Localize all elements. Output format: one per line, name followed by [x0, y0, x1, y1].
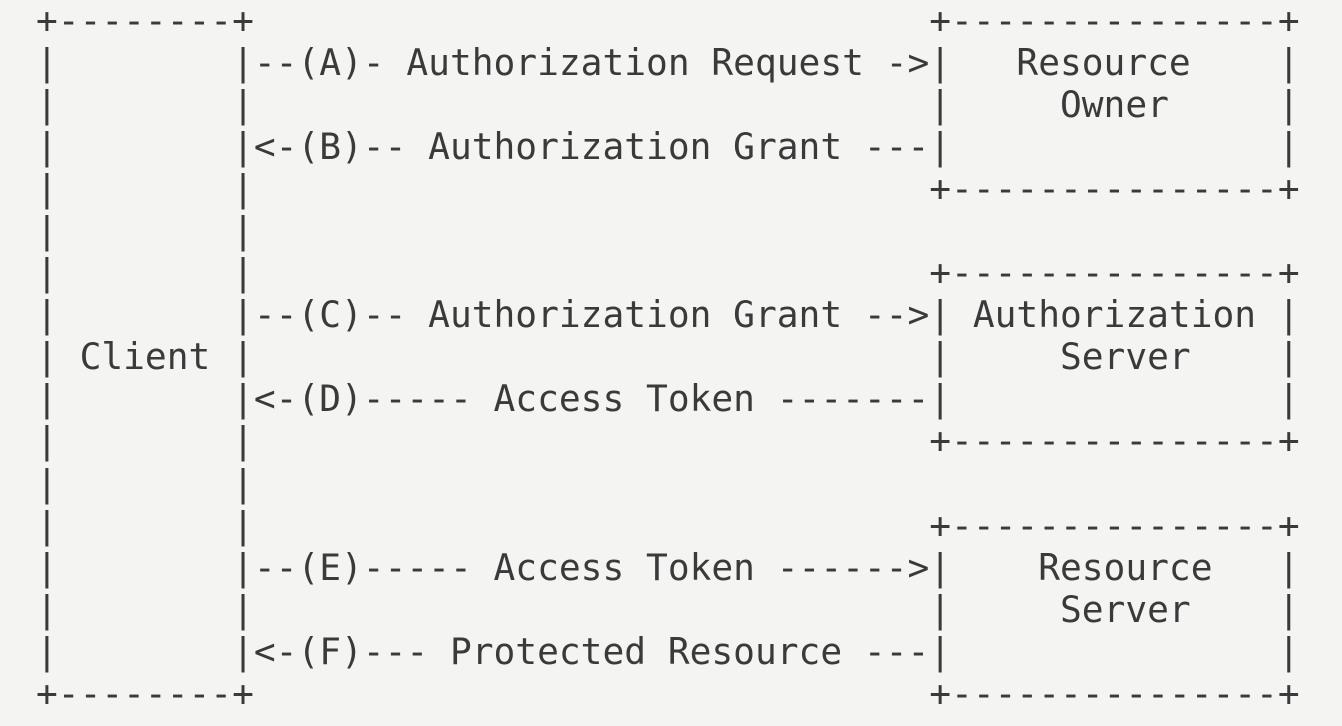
flow-e-access-token: | |--(E)----- Access Token ------>| Reso… — [36, 545, 1300, 589]
flow-a-authorization-request: | |--(A)- Authorization Request ->| Reso… — [36, 41, 1300, 85]
resource-server-box-top: | | +---------------+ — [36, 503, 1300, 547]
authorization-server-box-bottom: | | +---------------+ — [36, 419, 1300, 463]
resource-owner-box-bottom: | | +---------------+ — [36, 167, 1300, 211]
flow-f-protected-resource: | |<-(F)--- Protected Resource ---| | — [36, 629, 1300, 673]
client-box-bottom-border: +--------+ +---------------+ — [36, 671, 1300, 715]
client-box-spacer-row: | | — [36, 461, 254, 505]
client-box-top-border: +--------+ +---------------+ — [36, 0, 1300, 42]
resource-server-label-row: | | | Server | — [36, 587, 1300, 631]
client-box-spacer-row: | | — [36, 209, 254, 253]
authorization-server-box-top: | | +---------------+ — [36, 251, 1300, 295]
oauth-flow-ascii-diagram: +--------+ +---------------+| |--(A)- Au… — [36, 0, 1300, 715]
flow-d-access-token: | |<-(D)----- Access Token -------| | — [36, 377, 1300, 421]
flow-c-authorization-grant: | |--(C)-- Authorization Grant -->| Auth… — [36, 293, 1300, 337]
client-label-row: | Client | | Server | — [36, 335, 1300, 379]
resource-owner-label-row: | | | Owner | — [36, 83, 1300, 127]
flow-b-authorization-grant: | |<-(B)-- Authorization Grant ---| | — [36, 125, 1300, 169]
